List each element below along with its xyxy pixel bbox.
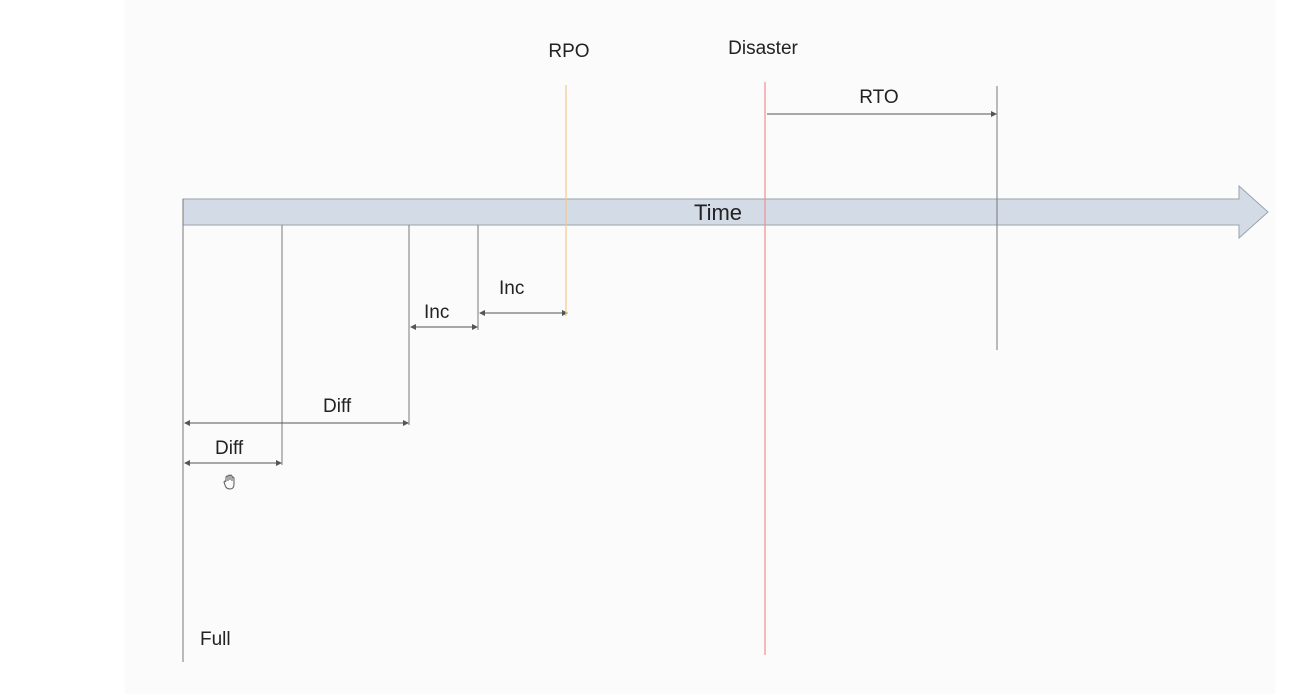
hand-cursor-icon	[223, 474, 235, 490]
inc-2-label: Inc	[499, 278, 524, 299]
timeline-label: Time	[694, 200, 742, 225]
diagram-canvas	[125, 0, 1275, 694]
inc-1-arrowhead-right	[472, 324, 478, 330]
diff-1-arrowhead-left	[184, 460, 190, 466]
inc-2-arrowhead-left	[479, 310, 485, 316]
inc-1-arrowhead-left	[410, 324, 416, 330]
rto-label: RTO	[859, 87, 898, 108]
inc-2-arrowhead-right	[562, 310, 568, 316]
rto-arrowhead	[991, 111, 997, 117]
rpo-label: RPO	[548, 41, 589, 62]
full-label: Full	[200, 629, 231, 650]
diff-1-arrowhead-right	[276, 460, 282, 466]
diff-2-arrowhead-left	[184, 420, 190, 426]
inc-1-label: Inc	[424, 302, 449, 323]
diff-2-label: Diff	[323, 396, 352, 417]
diff-2-arrowhead-right	[403, 420, 409, 426]
disaster-label: Disaster	[728, 38, 798, 59]
diff-1-label: Diff	[215, 438, 244, 459]
